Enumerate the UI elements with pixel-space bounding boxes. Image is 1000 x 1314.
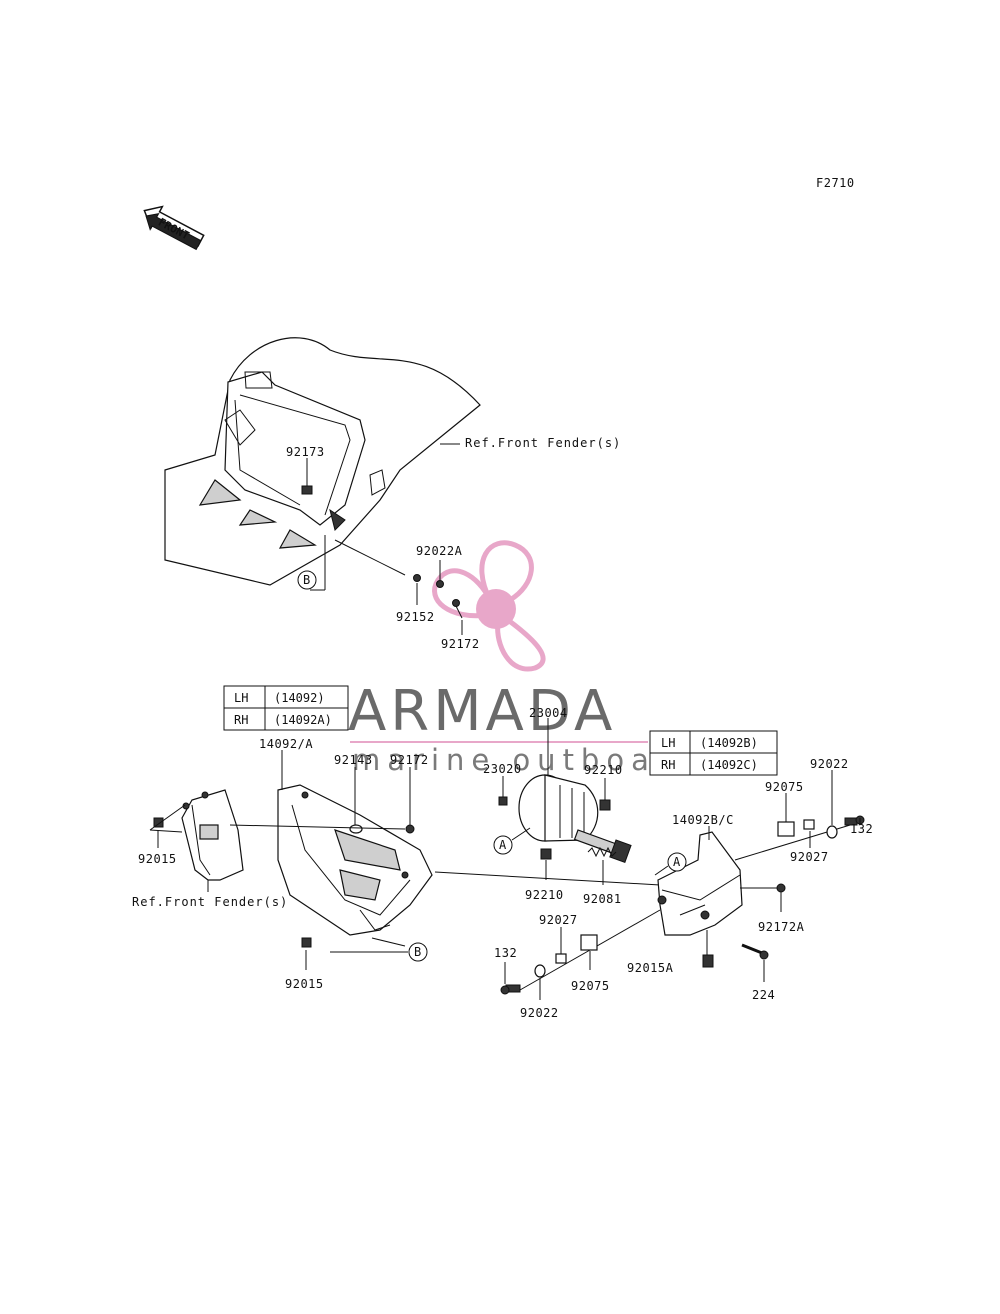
clip-92210-bottom (540, 848, 552, 860)
table-left-r2-part: (14092A) (274, 713, 332, 727)
spring-92081 (587, 846, 617, 858)
collar-92027-top (803, 819, 815, 830)
marker-a-right (667, 852, 687, 872)
washer-92022-bottom (534, 964, 546, 978)
marker-a-left (493, 835, 513, 855)
bolt-92172a (776, 883, 786, 893)
callout-132-right: 132 (850, 822, 873, 836)
callout-92022-top: 92022 (810, 757, 849, 771)
callout-92015-left: 92015 (138, 852, 177, 866)
damper-92075-bottom (580, 934, 598, 951)
callout-92152: 92152 (396, 610, 435, 624)
front-arrow-icon: FRONT (143, 205, 205, 251)
callout-92027-bottom: 92027 (539, 913, 578, 927)
variant-table-left: LH (14092) RH (14092A) (223, 685, 349, 731)
damper-92075-top (777, 821, 795, 837)
callout-14092a: 14092/A (259, 737, 313, 751)
marker-a-left-label: A (499, 838, 507, 852)
callout-92172-mid: 92172 (390, 753, 429, 767)
fastener-92015a (702, 954, 714, 968)
watermark-name: ARMADA (348, 679, 616, 744)
callout-92210-bottom: 92210 (525, 888, 564, 902)
grommet-92143 (349, 824, 363, 834)
marker-b-upper (297, 570, 317, 590)
ref-front-fender-upper: Ref.Front Fender(s) (465, 436, 621, 450)
fender-bracket-part (181, 789, 244, 881)
table-right-r1-part: (14092B) (700, 736, 758, 750)
marker-b-upper-label: B (303, 573, 311, 587)
washer-92022a (436, 580, 444, 588)
table-left-r2-side: RH (234, 713, 248, 727)
marker-a-right-label: A (673, 855, 681, 869)
bolt-92172-mid (405, 824, 415, 834)
bolt-92172-upper (452, 599, 463, 619)
callout-92022a: 92022A (416, 544, 463, 558)
callout-92027-top: 92027 (790, 850, 829, 864)
nut-92152 (413, 574, 421, 582)
headlight-part-23004 (518, 774, 632, 864)
callout-92081: 92081 (583, 892, 622, 906)
callout-92075-bottom: 92075 (571, 979, 610, 993)
callout-224: 224 (752, 988, 775, 1002)
callout-92210-top: 92210 (584, 763, 623, 777)
clip-92210-top (599, 799, 611, 811)
table-left-r1-side: LH (234, 691, 248, 705)
nut-23020 (498, 796, 508, 806)
callout-23004: 23004 (529, 706, 568, 720)
table-right-r1-side: LH (661, 736, 675, 750)
table-left-r1-part: (14092) (274, 691, 325, 705)
washer-92022-top (826, 825, 838, 839)
collar-92027-bottom (555, 953, 567, 964)
headlight-cover-part-14092 (277, 784, 433, 936)
front-fender-part (164, 337, 481, 586)
callout-92172a: 92172A (758, 920, 805, 934)
marker-b-lower (408, 942, 428, 962)
marker-b-lower-label: B (414, 945, 422, 959)
table-right-r2-part: (14092C) (700, 758, 758, 772)
ref-front-fender-lower: Ref.Front Fender(s) (132, 895, 288, 909)
figure-code: F2710 (816, 176, 855, 190)
callout-14092bc: 14092B/C (672, 813, 734, 827)
variant-table-right: LH (14092B) RH (14092C) (649, 730, 778, 776)
callout-92143: 92143 (334, 753, 373, 767)
callout-92015a: 92015A (627, 961, 674, 975)
callout-92173: 92173 (286, 445, 325, 459)
callout-92022-bottom: 92022 (520, 1006, 559, 1020)
callout-92172-upper: 92172 (441, 637, 480, 651)
propeller-logo-icon (432, 540, 546, 672)
headlight-bracket-part-14092bc (657, 831, 743, 936)
bolt-224 (741, 943, 769, 960)
clip-92015-bottom (301, 937, 312, 948)
callout-92015-bottom: 92015 (285, 977, 324, 991)
bolt-132-left (500, 984, 521, 995)
callout-92075-top: 92075 (765, 780, 804, 794)
callout-132-left: 132 (494, 946, 517, 960)
propeller-hub-icon (476, 589, 516, 629)
table-right-r2-side: RH (661, 758, 675, 772)
callout-23020: 23020 (483, 762, 522, 776)
clip-92015-left (153, 817, 164, 828)
